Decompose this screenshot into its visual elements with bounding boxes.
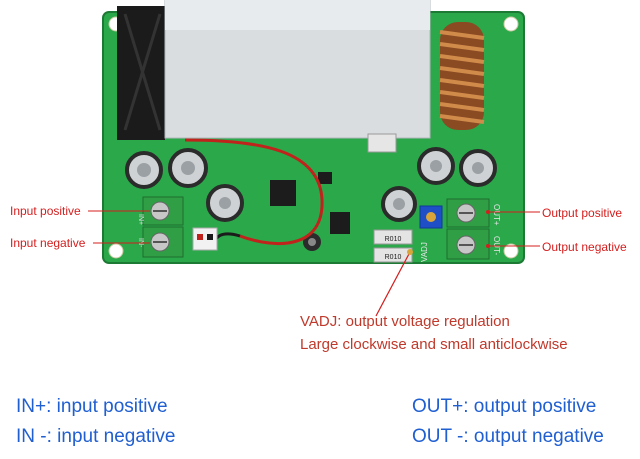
callout-output-positive: Output positive: [542, 206, 623, 220]
ic-chip: [330, 212, 350, 234]
capacitor: [417, 147, 455, 185]
capacitor: [168, 148, 208, 188]
leader-vadj: [375, 251, 411, 317]
in-plus-board-label: IN+: [137, 214, 144, 225]
shunt-label: R010: [385, 236, 402, 243]
callout-output-negative: Output negative: [542, 240, 627, 254]
capacitor: [206, 184, 244, 222]
shunt-resistor: [373, 247, 413, 263]
shunt-resistor: [373, 229, 413, 245]
legend-out-negative: OUT -: output negative: [412, 426, 604, 447]
red-wire: [184, 138, 324, 246]
vadj-title: VADJ: output voltage regulation: [300, 313, 510, 330]
mount-hole-br: [503, 243, 519, 259]
jst-connector: [192, 227, 218, 251]
inductor-coil: [439, 22, 485, 130]
mount-hole-tr: [503, 16, 519, 32]
capacitor: [381, 186, 417, 222]
output-terminal-negative: [446, 228, 490, 260]
capacitor: [125, 151, 163, 189]
legend-out-positive: OUT+: output positive: [412, 396, 597, 417]
out-plus-board-label: OUT+: [492, 204, 501, 226]
capacitor: [459, 149, 497, 187]
legend-in-negative: IN -: input negative: [16, 426, 176, 447]
callout-input-negative: Input negative: [10, 236, 86, 250]
legend-in-positive: IN+: input positive: [16, 396, 168, 417]
ic-chip: [270, 180, 296, 206]
callout-input-positive: Input positive: [10, 204, 81, 218]
shunt-label: R010: [385, 254, 402, 261]
vadj-description: Large clockwise and small anticlockwise: [300, 336, 568, 353]
ic-chip: [318, 172, 332, 184]
vadj-board-label: VADJ: [420, 242, 429, 262]
output-terminal-positive: [446, 198, 490, 228]
input-terminal-negative: [142, 226, 184, 258]
mount-hole-bl: [108, 243, 124, 259]
